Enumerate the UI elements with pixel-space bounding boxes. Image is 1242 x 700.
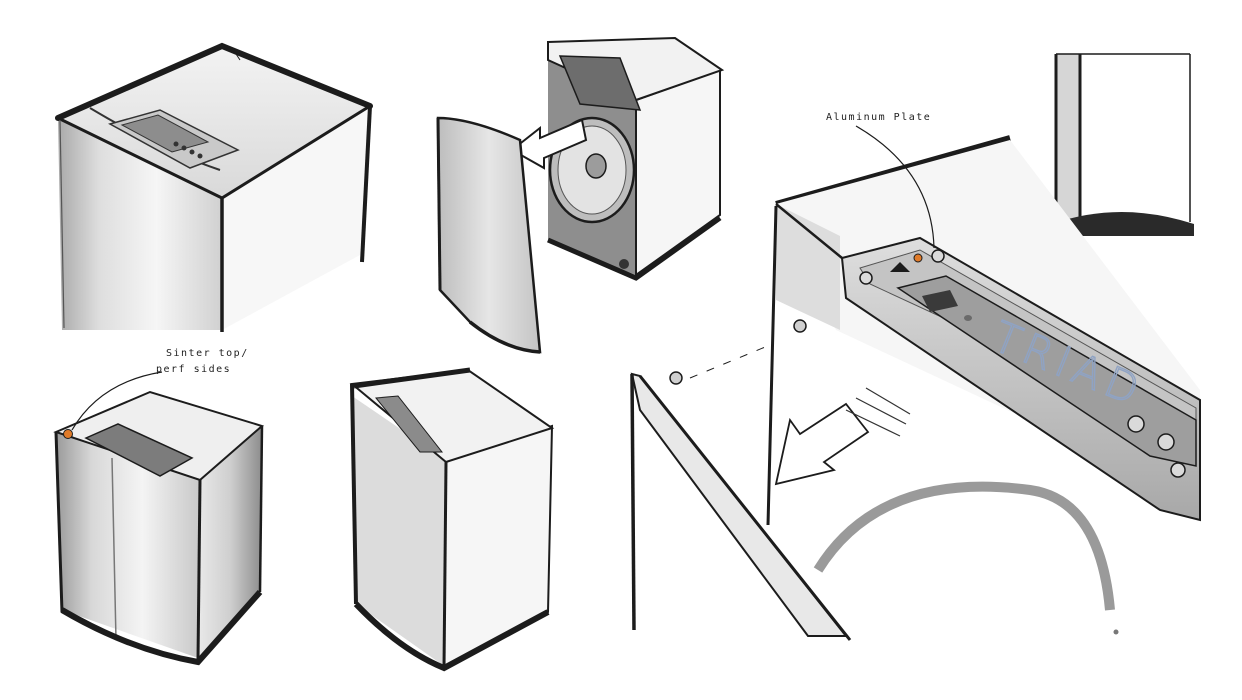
annotation-sinter-line2: perf sides — [156, 364, 231, 375]
sketch-closeup: TRIAD Aluminum Plate — [630, 112, 1201, 641]
sketch-open-door-unit — [436, 36, 725, 354]
annotation-aluminum-plate: Aluminum Plate — [826, 112, 931, 123]
accent-dot — [63, 429, 73, 439]
sketch-box-top-left — [55, 42, 373, 332]
control-knob — [1127, 415, 1145, 433]
sketch-box-bottom-left: Sinter top/ perf sides — [53, 348, 265, 666]
accent-dot — [913, 253, 923, 263]
control-knob — [1170, 462, 1186, 478]
sketch-box-bottom-middle — [349, 367, 555, 672]
control-knob — [1157, 433, 1175, 451]
sketch-side-profile — [1052, 53, 1194, 236]
annotation-sinter-line1: Sinter top/ — [166, 348, 249, 359]
